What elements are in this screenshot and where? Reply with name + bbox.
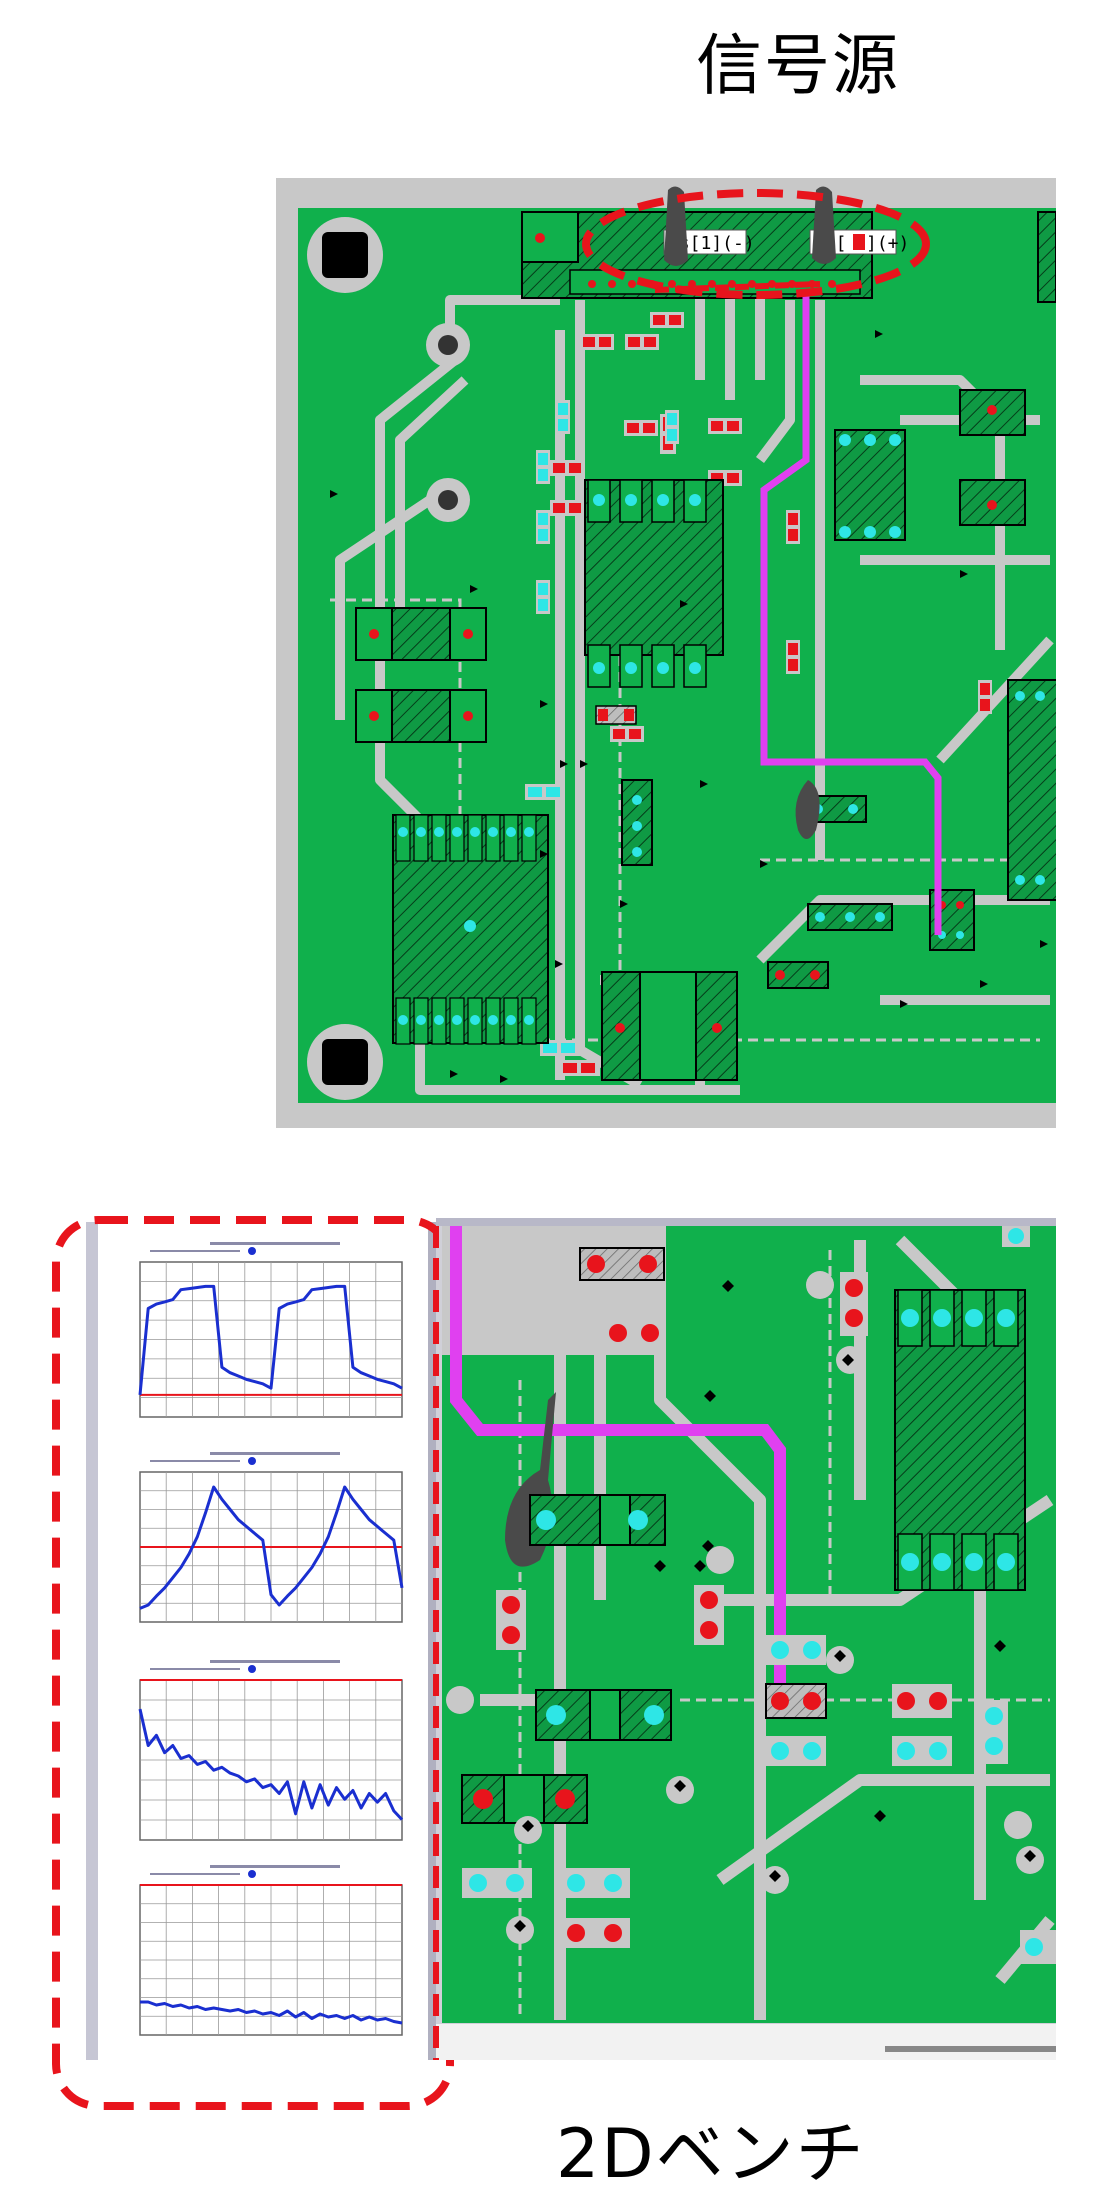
components-bottom [461, 1247, 1056, 1964]
signal-source-callout [582, 189, 930, 299]
plot-series-line [138, 1708, 404, 1821]
waveform-plot-4 [139, 1865, 403, 2036]
ic-right-bottom [894, 1225, 1030, 1591]
plot-title-placeholder [210, 1242, 340, 1245]
plot-subtitle-placeholder [150, 1873, 240, 1875]
via-markers-top [330, 330, 1048, 1083]
vias-bottom [446, 1271, 1044, 1944]
plot-title-placeholder [210, 1865, 340, 1868]
waveform-plots [138, 1242, 404, 2036]
signal-source-title: 信号源 [696, 27, 900, 104]
waveform-plot-3 [138, 1660, 404, 1841]
ic-left-bottom-top [392, 814, 549, 1045]
plot-marker [248, 1665, 256, 1673]
mounting-holes-top [307, 217, 470, 1100]
ic-small-top-right [834, 429, 906, 541]
plot-marker [248, 1247, 256, 1255]
pcb-board-top: vs[1](-) vs[ ](+) [276, 178, 1056, 1128]
waveform-plot-1 [138, 1242, 403, 1418]
pin-minus-label: vs[1](-) [668, 233, 755, 254]
plot-series-line [139, 1485, 404, 1610]
plot-subtitle-placeholder [150, 1668, 240, 1670]
pcb-board-bottom [433, 1218, 1056, 2060]
plot-series-line [138, 1284, 403, 1396]
pads-top-small [525, 312, 742, 1076]
pin-index-marker [853, 234, 865, 250]
plot-subtitle-placeholder [150, 1460, 240, 1462]
plot-title-placeholder [210, 1452, 340, 1455]
inductor-bottom-top [601, 971, 738, 1081]
plot-series-line [140, 2000, 403, 2025]
plot-title-placeholder [210, 1660, 340, 1663]
capacitor-right-top [959, 389, 1026, 526]
plot-marker [248, 1457, 256, 1465]
pin-plus-label-suffix: ](+) [866, 233, 909, 254]
inductors-left-top [355, 607, 487, 743]
ic-central-top [584, 479, 724, 725]
bench-2d-callout [52, 1216, 454, 2110]
probe-trace-bottom [450, 1225, 786, 1690]
bench-2d-title: 2Dベンチ [556, 2115, 866, 2194]
waveform-plot-2 [139, 1452, 404, 1623]
ic-right-edge-top [1007, 679, 1056, 901]
probe-trace-top [760, 295, 942, 935]
plot-marker [248, 1870, 256, 1878]
pads-vertical-top [536, 400, 992, 714]
probe-icon-mid [795, 780, 820, 839]
probe-icon-top [664, 186, 836, 266]
plot-subtitle-placeholder [150, 1250, 240, 1252]
